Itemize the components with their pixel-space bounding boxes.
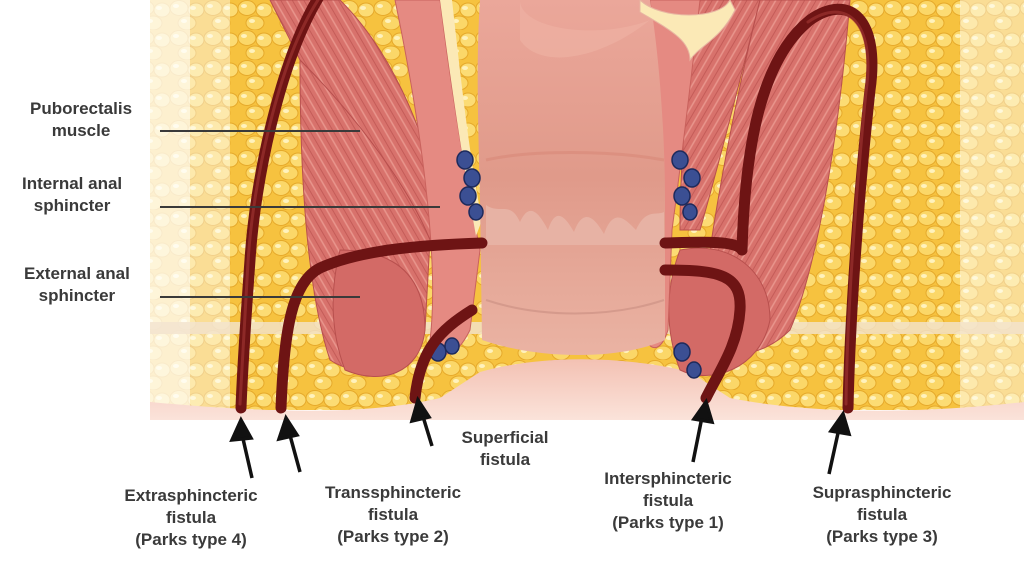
internal-sphincter-label: Internal anal sphincter (22, 174, 123, 215)
intersphincteric-arrow (690, 398, 715, 463)
suprasphincteric-label: Suprasphincteric fistula (Parks type 3) (812, 483, 952, 546)
anal-glands-right (671, 150, 702, 379)
superficial-tract (409, 304, 478, 404)
extrasphincteric-arrow (229, 416, 254, 479)
suprasphincteric-arrow (827, 410, 852, 475)
intersphincteric-label: Intersphincteric fistula (Parks type 1) (604, 469, 732, 532)
transsphincteric-arrow (276, 413, 302, 473)
extrasphincteric-label: Extrasphincteric fistula (Parks type 4) (124, 486, 258, 549)
pectinate-line (486, 205, 664, 245)
superficial-label: Superficial fistula (461, 428, 549, 469)
anal-canal-lumen (477, 0, 665, 355)
left-external-sphincter-lower (332, 249, 426, 377)
anal-glands-left (429, 150, 484, 362)
puborectalis-label: Puborectalis muscle (30, 99, 133, 140)
suprasphincteric-tract (736, 3, 878, 414)
transsphincteric-tract (275, 237, 488, 414)
transsphincteric-label: Transsphincteric fistula (Parks type 2) (324, 483, 462, 546)
superficial-arrow (409, 395, 434, 447)
perianal-skin (150, 359, 1024, 420)
external-sphincter-label: External anal sphincter (24, 264, 130, 305)
